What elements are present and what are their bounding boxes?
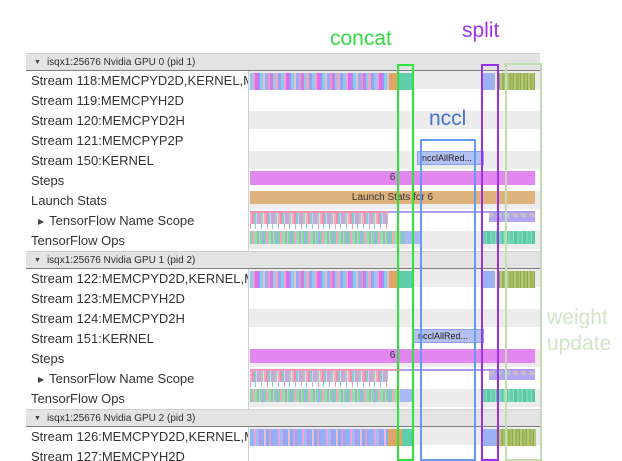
step-event[interactable]: 6 bbox=[250, 349, 535, 363]
process-header-label: isqx1:25676 Nvidia GPU 2 (pid 3) bbox=[46, 412, 196, 424]
annotation-concat: concat bbox=[330, 27, 392, 50]
track-label: Stream 120:MEMCPYD2H bbox=[0, 111, 248, 131]
track-label: Steps bbox=[0, 171, 248, 191]
annotation-split: split bbox=[462, 19, 500, 42]
weight-update-events[interactable] bbox=[497, 271, 535, 288]
track-label: Stream 127:MEMCPYH2D bbox=[0, 447, 248, 461]
weight-update-events[interactable] bbox=[497, 73, 535, 90]
kernel-memcpy-events-dense[interactable] bbox=[250, 73, 389, 90]
kernel-memcpy-events-dense[interactable] bbox=[250, 271, 389, 288]
track-row-stream-127: Stream 127:MEMCPYH2D bbox=[0, 447, 622, 461]
track-row-stream-122: Stream 122:MEMCPYD2D,KERNEL,MI bbox=[0, 269, 622, 289]
kernel-orange-event[interactable] bbox=[389, 73, 398, 90]
track-label: Stream 118:MEMCPYD2D,KERNEL,ME bbox=[0, 71, 248, 91]
process-header-row-gpu2: ▼ isqx1:25676 Nvidia GPU 2 (pid 3) bbox=[0, 409, 622, 427]
tf-op-weight-update-events[interactable] bbox=[483, 231, 535, 244]
process-header-band[interactable]: ▼ isqx1:25676 Nvidia GPU 1 (pid 2) bbox=[26, 251, 540, 269]
kernel-memcpy-events-dense[interactable] bbox=[250, 429, 389, 446]
track-label: Stream 151:KERNEL bbox=[0, 329, 248, 349]
track-label: TensorFlow Ops bbox=[0, 231, 248, 251]
track-row-tf-ops-gpu1: TensorFlow Ops bbox=[0, 389, 622, 409]
expand-triangle-icon[interactable]: ▶ bbox=[38, 217, 45, 226]
collapse-triangle-icon[interactable]: ▼ bbox=[34, 58, 41, 66]
track-label: Stream 124:MEMCPYD2H bbox=[0, 309, 248, 329]
name-scope-event-ticks bbox=[250, 382, 388, 387]
process-header-label: isqx1:25676 Nvidia GPU 0 (pid 1) bbox=[46, 56, 196, 68]
kernel-orange-event[interactable] bbox=[388, 429, 402, 446]
track-label: ▶TensorFlow Name Scope bbox=[0, 211, 248, 231]
name-scope-span-pink[interactable] bbox=[250, 369, 402, 371]
name-scope-events-dense[interactable] bbox=[250, 213, 388, 224]
track-row-steps-gpu1: 6 Steps bbox=[0, 349, 622, 369]
step-event[interactable]: 6 bbox=[250, 171, 535, 185]
track-label: TensorFlow Ops bbox=[0, 389, 248, 409]
concat-kernel-event[interactable] bbox=[398, 271, 413, 288]
nccl-allreduce-event[interactable]: ncclAllRed... bbox=[417, 151, 484, 165]
kernel-orange-event[interactable] bbox=[389, 271, 398, 288]
concat-kernel-event[interactable] bbox=[402, 429, 413, 446]
track-label: ▶TensorFlow Name Scope bbox=[0, 369, 248, 389]
track-row-stream-118: Stream 118:MEMCPYD2D,KERNEL,ME bbox=[0, 71, 622, 91]
track-label: Stream 126:MEMCPYD2D,KERNEL,MI bbox=[0, 427, 248, 447]
name-scope-weight-update-events[interactable] bbox=[489, 213, 535, 222]
name-scope-span-pink[interactable] bbox=[250, 211, 388, 213]
process-header-label: isqx1:25676 Nvidia GPU 1 (pid 2) bbox=[46, 254, 196, 266]
track-row-steps-gpu0: 6 Steps bbox=[0, 171, 622, 191]
track-label: Stream 119:MEMCPYH2D bbox=[0, 91, 248, 111]
collapse-triangle-icon[interactable]: ▼ bbox=[34, 414, 41, 422]
name-scope-span[interactable] bbox=[250, 211, 535, 213]
track-row-stream-121: Stream 121:MEMCPYP2P bbox=[0, 131, 622, 151]
name-scope-weight-update-events[interactable] bbox=[489, 371, 535, 380]
name-scope-events-dense[interactable] bbox=[250, 371, 388, 382]
track-rows: ▼ isqx1:25676 Nvidia GPU 0 (pid 1) Strea… bbox=[0, 53, 622, 461]
name-scope-event-ticks bbox=[250, 224, 388, 229]
tf-op-events-dense[interactable] bbox=[250, 231, 405, 244]
process-header-band[interactable]: ▼ isqx1:25676 Nvidia GPU 2 (pid 3) bbox=[26, 409, 540, 427]
split-memcpy-event[interactable] bbox=[481, 429, 496, 446]
process-header-row-gpu1: ▼ isqx1:25676 Nvidia GPU 1 (pid 2) bbox=[0, 251, 622, 269]
track-row-launch-stats: Launch Stats for 6 Launch Stats bbox=[0, 191, 622, 211]
nccl-allreduce-event[interactable]: ncclAllRed... bbox=[413, 329, 484, 343]
track-label: Stream 121:MEMCPYP2P bbox=[0, 131, 248, 151]
concat-kernel-event[interactable] bbox=[398, 73, 413, 90]
tf-op-concat-event[interactable] bbox=[405, 231, 422, 244]
track-row-stream-120: Stream 120:MEMCPYD2H bbox=[0, 111, 622, 131]
process-header-row-gpu0: ▼ isqx1:25676 Nvidia GPU 0 (pid 1) bbox=[0, 53, 622, 71]
track-label: Stream 150:KERNEL bbox=[0, 151, 248, 171]
weight-update-events[interactable] bbox=[496, 429, 536, 446]
split-memcpy-event[interactable] bbox=[481, 73, 495, 90]
collapse-triangle-icon[interactable]: ▼ bbox=[34, 256, 41, 264]
split-memcpy-event[interactable] bbox=[481, 271, 495, 288]
track-label: Steps bbox=[0, 349, 248, 369]
track-row-stream-151: ncclAllRed... Stream 151:KERNEL bbox=[0, 329, 622, 349]
expand-triangle-icon[interactable]: ▶ bbox=[38, 375, 45, 384]
track-label: Stream 123:MEMCPYH2D bbox=[0, 289, 248, 309]
tf-op-events-dense[interactable] bbox=[250, 389, 400, 402]
process-header-band[interactable]: ▼ isqx1:25676 Nvidia GPU 0 (pid 1) bbox=[26, 53, 540, 71]
track-row-stream-126: Stream 126:MEMCPYD2D,KERNEL,MI bbox=[0, 427, 622, 447]
track-label: Launch Stats bbox=[0, 191, 248, 211]
track-row-stream-119: Stream 119:MEMCPYH2D bbox=[0, 91, 622, 111]
tf-op-concat-event[interactable] bbox=[400, 389, 413, 402]
track-row-tf-name-scope-gpu0: ▶TensorFlow Name Scope bbox=[0, 211, 622, 231]
track-row-tf-ops-gpu0: TensorFlow Ops bbox=[0, 231, 622, 251]
track-row-stream-150: ncclAllRed... Stream 150:KERNEL bbox=[0, 151, 622, 171]
launch-stats-event[interactable]: Launch Stats for 6 bbox=[250, 191, 535, 204]
tf-op-weight-update-events[interactable] bbox=[483, 389, 535, 402]
track-row-stream-124: Stream 124:MEMCPYD2H bbox=[0, 309, 622, 329]
track-label: Stream 122:MEMCPYD2D,KERNEL,MI bbox=[0, 269, 248, 289]
track-row-tf-name-scope-gpu1: ▶TensorFlow Name Scope bbox=[0, 369, 622, 389]
track-row-stream-123: Stream 123:MEMCPYH2D bbox=[0, 289, 622, 309]
